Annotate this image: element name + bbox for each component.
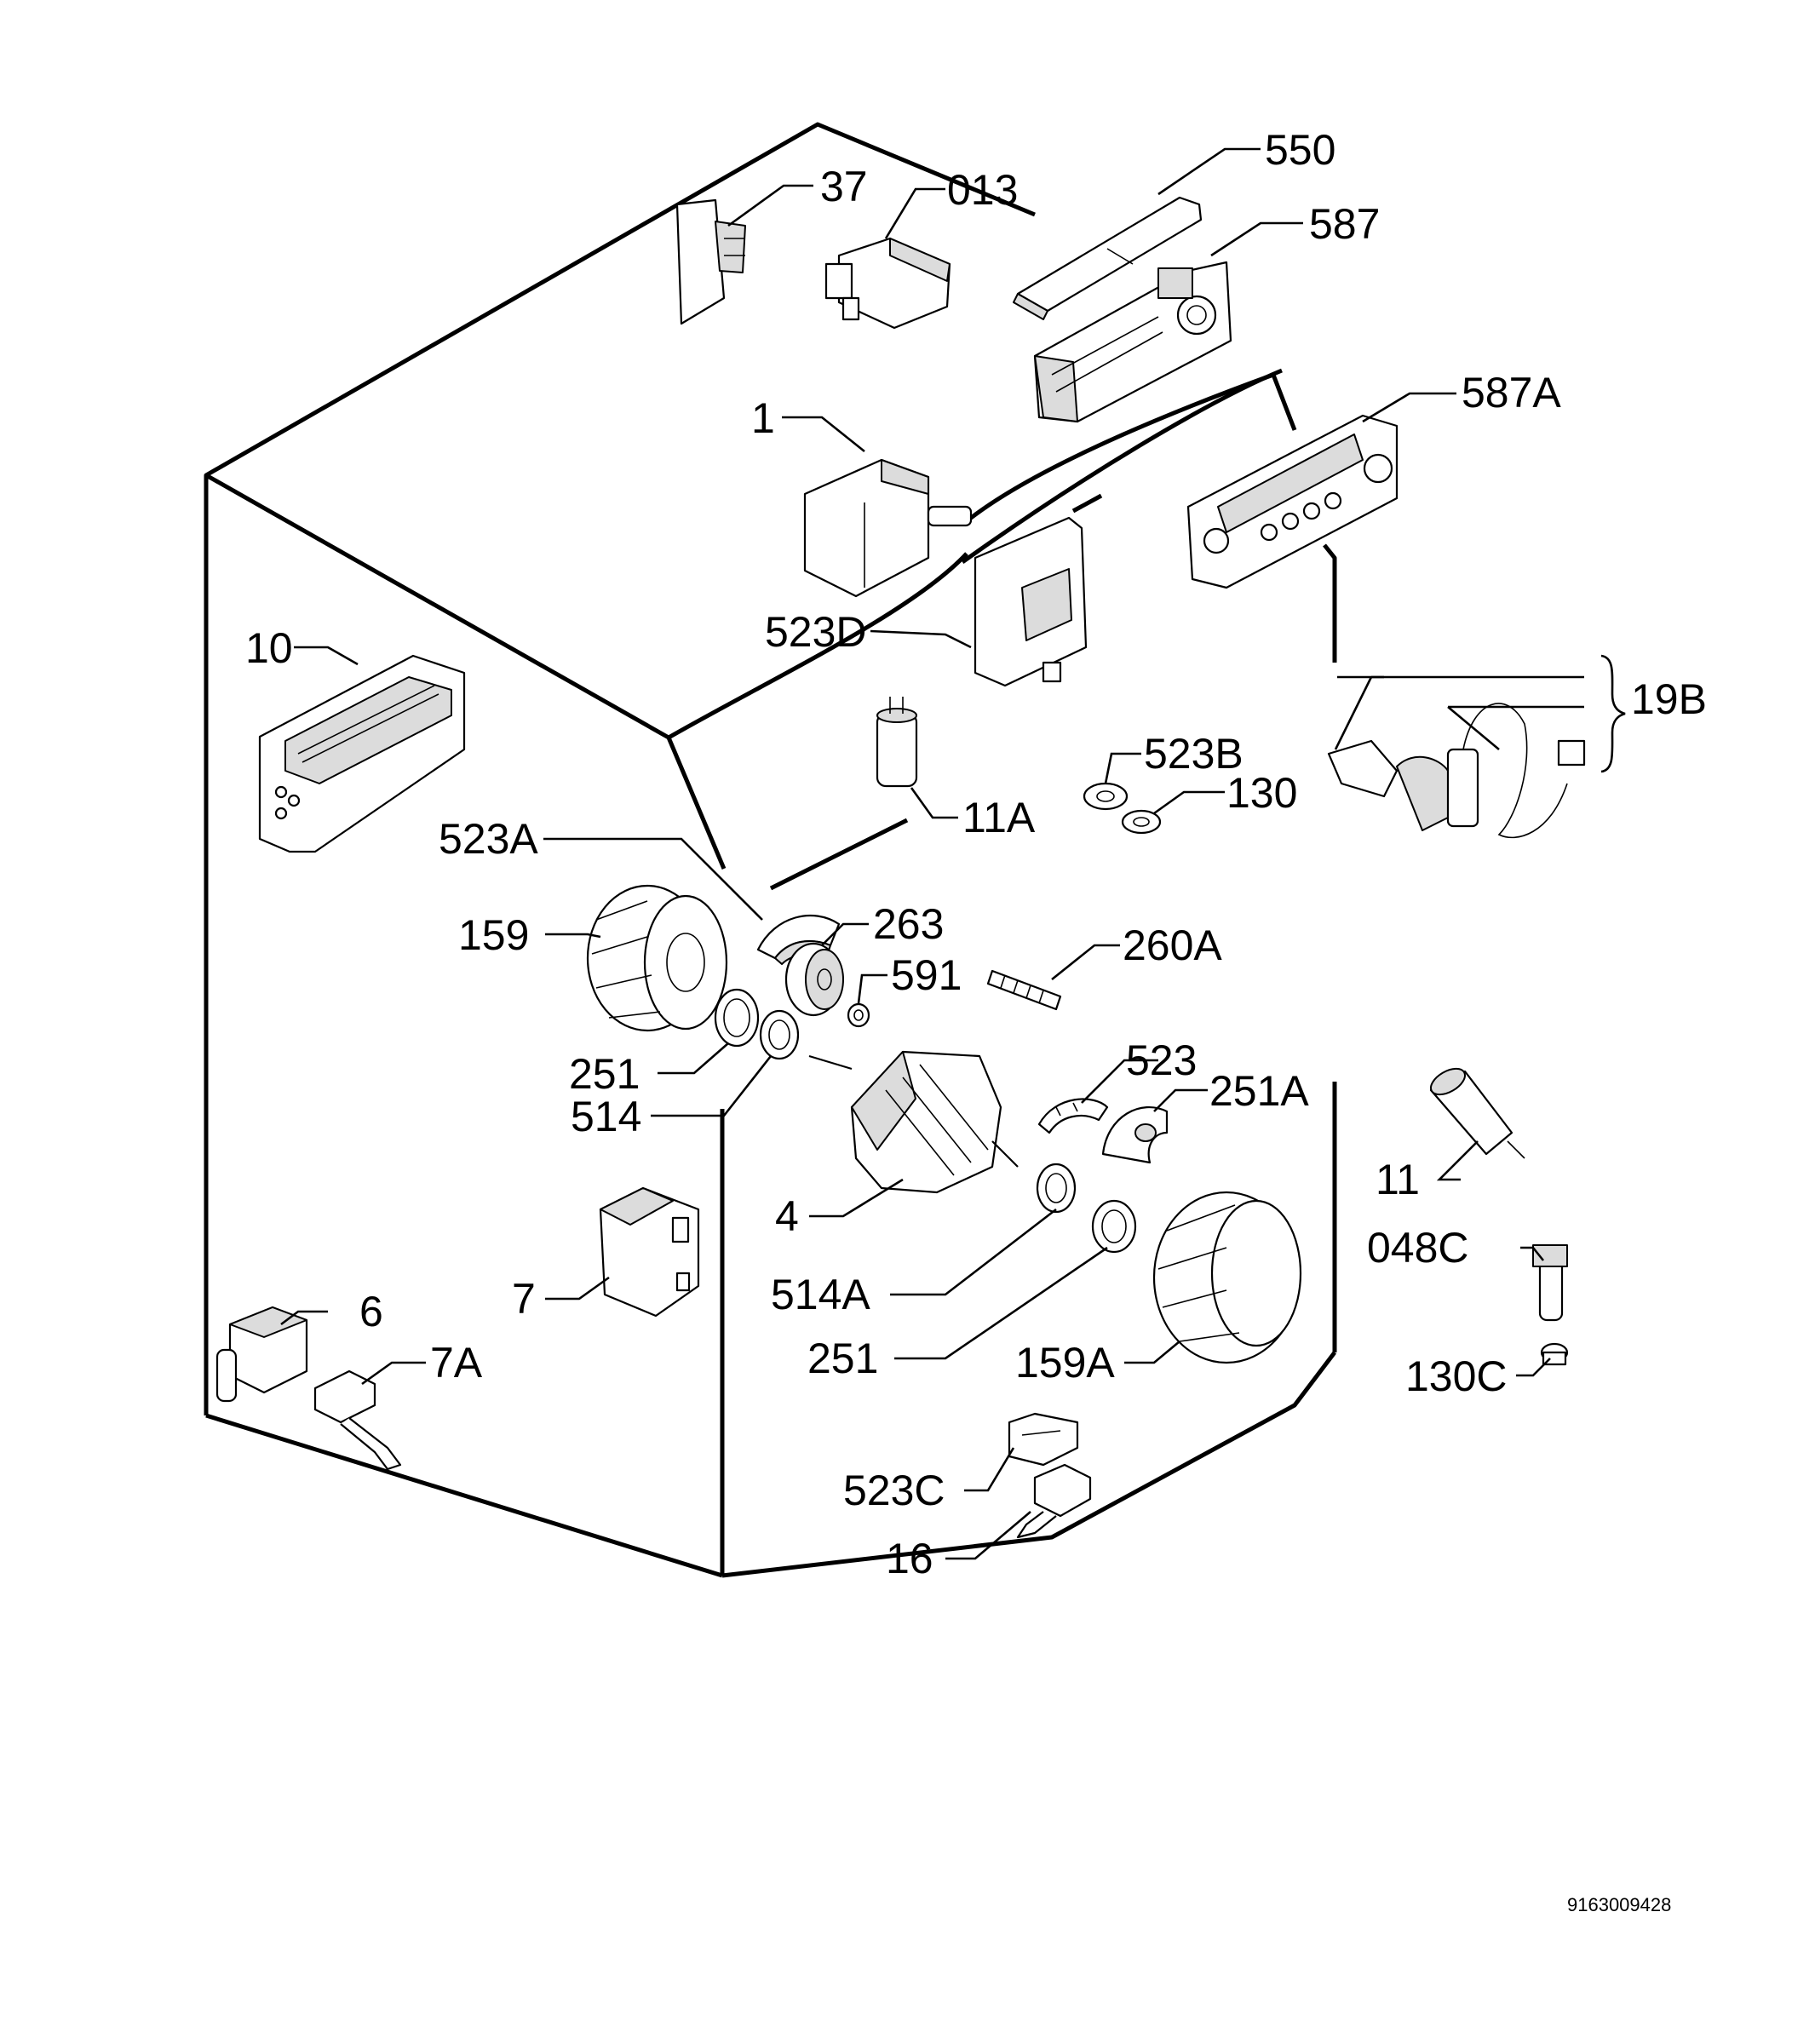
part-514-seal	[759, 1009, 800, 1060]
part-523D-cover	[974, 516, 1088, 687]
callout-591: 591	[891, 951, 962, 999]
callout-37: 37	[820, 163, 868, 210]
callout-11: 11	[1376, 1156, 1420, 1203]
callout-159A: 159A	[1015, 1339, 1115, 1387]
part-523C-bracket	[1008, 1412, 1079, 1467]
callout-587: 587	[1309, 200, 1380, 248]
callout-587A: 587A	[1462, 369, 1561, 416]
part-1-switch	[803, 458, 973, 598]
callout-514: 514	[571, 1093, 641, 1140]
part-7A-microswitch	[313, 1369, 402, 1471]
part-16-microswitch	[1016, 1463, 1092, 1539]
callout-labels: 550 37 013 587 587A 1 10 523D 19B 523B 1…	[245, 126, 1707, 1582]
leader-lines	[280, 147, 1626, 1560]
document-number: 9163009428	[1567, 1894, 1671, 1915]
callout-251-upper: 251	[569, 1050, 640, 1098]
part-013-filter	[824, 237, 951, 330]
part-251-bearing-top	[714, 988, 760, 1048]
part-251A-cover	[1101, 1106, 1169, 1164]
part-587A-panel	[1186, 414, 1399, 589]
part-048C-sensor	[1532, 1244, 1568, 1322]
callout-550: 550	[1265, 126, 1335, 174]
callout-10: 10	[245, 624, 293, 672]
callout-130: 130	[1226, 769, 1297, 817]
callout-013: 013	[947, 166, 1018, 214]
callout-251-lower: 251	[807, 1335, 878, 1382]
part-587-board	[1033, 261, 1232, 423]
callout-523B: 523B	[1144, 730, 1244, 778]
callout-159: 159	[458, 911, 529, 959]
part-523B-clip	[1083, 782, 1129, 811]
callout-7A: 7A	[430, 1339, 483, 1387]
part-6-solenoid	[215, 1306, 308, 1403]
part-11-capacitor	[1429, 1067, 1525, 1159]
callout-523A: 523A	[439, 815, 538, 863]
part-159-fan	[586, 884, 728, 1032]
callout-1: 1	[751, 394, 775, 442]
callout-260A: 260A	[1123, 922, 1222, 969]
callout-16: 16	[886, 1535, 933, 1582]
callout-251A: 251A	[1209, 1067, 1309, 1115]
callout-6: 6	[359, 1288, 383, 1335]
part-263-pulley	[784, 942, 844, 1017]
part-10-heater	[258, 654, 466, 853]
part-19B-sensor	[1327, 703, 1586, 839]
part-11A-capacitor	[876, 697, 918, 788]
callout-4: 4	[775, 1192, 799, 1240]
part-251-bearing-bottom	[1091, 1199, 1137, 1254]
callout-7: 7	[512, 1275, 536, 1323]
part-514A-seal	[1036, 1163, 1077, 1214]
callout-523D: 523D	[765, 608, 867, 656]
part-550-cover	[1013, 196, 1203, 320]
part-260A-spring	[986, 969, 1062, 1011]
callout-048C: 048C	[1367, 1224, 1469, 1272]
part-130C-ring	[1540, 1342, 1569, 1366]
callout-19B: 19B	[1631, 675, 1707, 723]
part-523-bracket	[1037, 1098, 1109, 1134]
callout-263: 263	[873, 900, 944, 948]
callout-130C: 130C	[1405, 1352, 1508, 1400]
callout-11A: 11A	[962, 794, 1036, 841]
part-130-ring	[1121, 809, 1162, 835]
callout-523: 523	[1126, 1036, 1197, 1084]
part-7-door-lock	[599, 1186, 700, 1318]
part-159A-fan-wheel	[1152, 1191, 1302, 1364]
part-37-bracket	[675, 198, 746, 325]
cabinet-outline	[204, 122, 1337, 1578]
callout-514A: 514A	[771, 1271, 870, 1318]
part-4-motor	[808, 1050, 1019, 1194]
callout-523C: 523C	[843, 1467, 945, 1514]
part-591-washer	[847, 1002, 870, 1028]
